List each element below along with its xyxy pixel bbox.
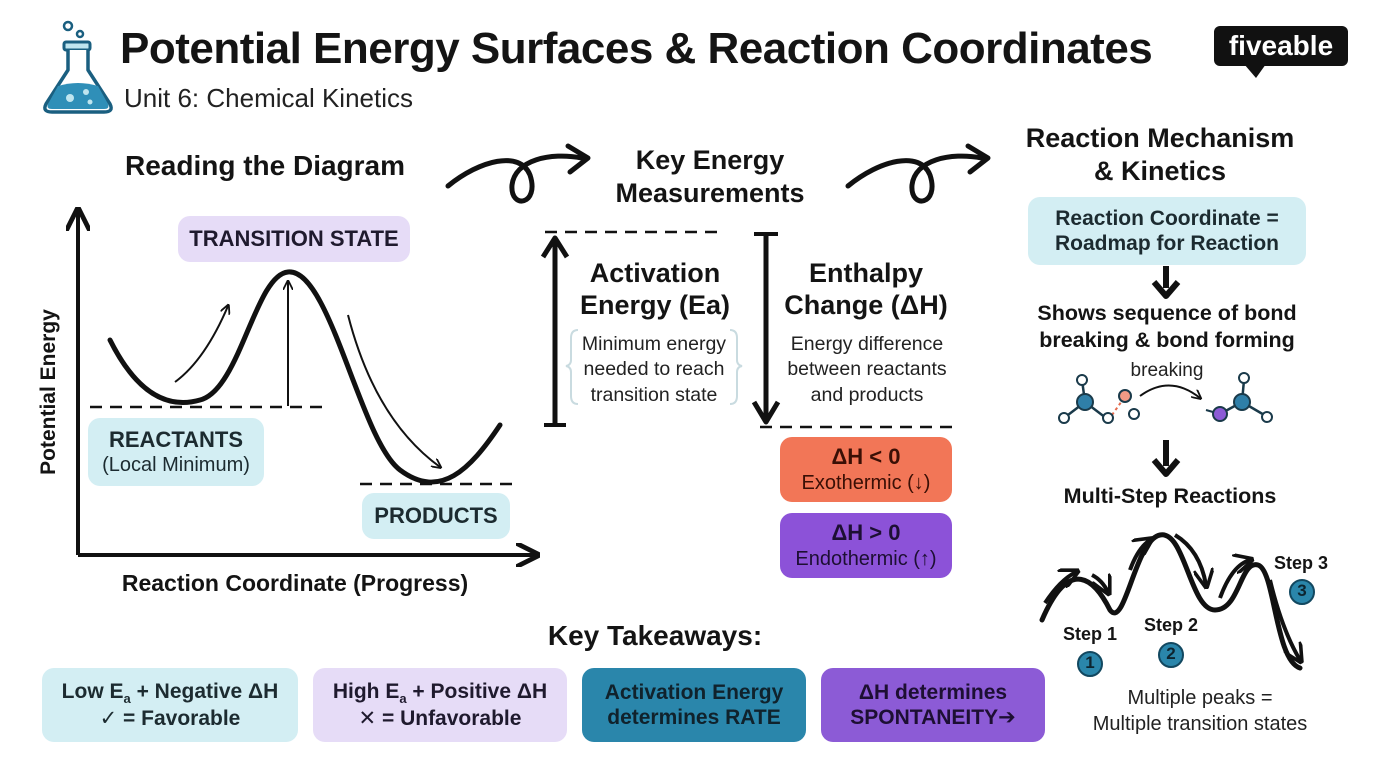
step3-number: 3 bbox=[1297, 581, 1307, 600]
activation-desc-line2: needed to reach bbox=[583, 358, 725, 381]
endothermic-label: ΔH > 0 bbox=[831, 520, 901, 546]
step3-label: Step 3 bbox=[1273, 553, 1329, 573]
takeaway-card-favorable: Low Ea + Negative ΔH ✓ = Favorable bbox=[42, 668, 298, 742]
sequence-line1: Shows sequence of bond bbox=[1037, 301, 1297, 325]
takeaway-1-e: Low E bbox=[61, 679, 124, 703]
mechanism-heading: Reaction Mechanism & Kinetics bbox=[1000, 122, 1320, 188]
climb-arrow bbox=[174, 306, 228, 383]
mechanism-heading-line1: Reaction Mechanism bbox=[1025, 123, 1295, 153]
x-axis-label: Reaction Coordinate (Progress) bbox=[121, 570, 469, 596]
step2-number: 2 bbox=[1166, 644, 1176, 663]
molecule-left-icon bbox=[1058, 374, 1140, 424]
activation-description: Minimum energy needed to reach transitio… bbox=[572, 332, 736, 408]
step1-number: 1 bbox=[1085, 653, 1095, 672]
endothermic-badge: ΔH > 0 Endothermic (↑) bbox=[780, 513, 952, 578]
enthalpy-title-line2: Change (ΔH) bbox=[784, 290, 948, 321]
molecule-right-icon bbox=[1205, 372, 1273, 423]
energy-curve bbox=[107, 269, 503, 485]
takeaway-3-line1: Activation Energy bbox=[604, 680, 784, 704]
measurements-heading-line1: Key Energy bbox=[635, 145, 785, 175]
endothermic-note: Endothermic (↑) bbox=[795, 547, 937, 570]
activation-title-line1: Activation bbox=[589, 258, 721, 288]
takeaway-2-line1: High Ea + Positive ΔH bbox=[333, 679, 547, 707]
enthalpy-title: Enthalpy Change (ΔH) bbox=[780, 257, 952, 322]
roadmap-line1: Reaction Coordinate = bbox=[1055, 206, 1279, 230]
activation-desc-line3: transition state bbox=[590, 383, 718, 406]
roadmap-box: Reaction Coordinate = Roadmap for Reacti… bbox=[1028, 197, 1306, 265]
products-text: PRODUCTS bbox=[374, 502, 498, 528]
enthalpy-desc-line2: between reactants bbox=[787, 358, 947, 381]
curvy-arrow-1 bbox=[445, 153, 585, 204]
products-label: PRODUCTS bbox=[362, 493, 510, 539]
activation-title: Activation Energy (Ea) bbox=[570, 257, 740, 322]
exothermic-note: Exothermic (↓) bbox=[801, 471, 931, 494]
reactants-text: REACTANTS bbox=[108, 426, 244, 452]
takeaway-4-line1: ΔH determines bbox=[858, 680, 1008, 704]
takeaway-2-line2: ✕ = Unfavorable bbox=[358, 707, 522, 731]
transition-state-text: TRANSITION STATE bbox=[189, 225, 399, 251]
multistep-heading: Multi-Step Reactions bbox=[1063, 484, 1277, 508]
takeaway-1-rest: + Negative ΔH bbox=[130, 679, 279, 703]
step2-label: Step 2 bbox=[1143, 615, 1199, 635]
takeaway-1-line1: Low Ea + Negative ΔH bbox=[62, 679, 279, 707]
flask-icon bbox=[43, 20, 113, 114]
enthalpy-desc-line1: Energy difference bbox=[790, 333, 944, 355]
breaking-label: breaking bbox=[1130, 360, 1204, 381]
exothermic-badge: ΔH < 0 Exothermic (↓) bbox=[780, 437, 952, 502]
fiveable-logo: fiveable bbox=[1214, 26, 1348, 66]
peaks-line1: Multiple peaks = bbox=[1127, 687, 1273, 709]
diagram-heading: Reading the Diagram bbox=[124, 150, 406, 181]
activation-desc-line1: Minimum energy bbox=[581, 333, 727, 355]
activation-title-line2: Energy (Ea) bbox=[579, 290, 731, 321]
transition-state-label: TRANSITION STATE bbox=[178, 216, 410, 262]
descent-arrow bbox=[347, 314, 440, 467]
takeaways-heading: Key Takeaways: bbox=[547, 620, 763, 651]
takeaway-3-line2: determines RATE bbox=[607, 706, 781, 729]
takeaway-card-unfavorable: High Ea + Positive ΔH ✕ = Unfavorable bbox=[313, 668, 567, 742]
y-axis-label: Potential Energy bbox=[37, 309, 60, 475]
enthalpy-desc-line3: and products bbox=[810, 383, 924, 406]
takeaway-2-e: High E bbox=[332, 679, 400, 703]
sequence-line2: breaking & bond forming bbox=[1039, 327, 1295, 352]
exothermic-label: ΔH < 0 bbox=[831, 444, 901, 470]
measurements-heading: Key Energy Measurements bbox=[590, 144, 830, 210]
takeaway-2-rest: + Positive ΔH bbox=[406, 679, 548, 703]
takeaway-2-sub: a bbox=[399, 690, 407, 706]
curvy-arrow-2 bbox=[845, 153, 985, 204]
step1-label: Step 1 bbox=[1062, 624, 1118, 644]
page-title: Potential Energy Surfaces & Reaction Coo… bbox=[120, 24, 1153, 73]
page-subtitle: Unit 6: Chemical Kinetics bbox=[124, 83, 413, 113]
reactants-note: (Local Minimum) bbox=[102, 454, 250, 477]
logo-tail bbox=[1244, 64, 1266, 78]
measurements-heading-line2: Measurements bbox=[615, 177, 805, 208]
takeaway-1-line2: ✓ = Favorable bbox=[99, 707, 241, 731]
enthalpy-description: Energy difference between reactants and … bbox=[776, 332, 958, 408]
mechanism-heading-line2: & Kinetics bbox=[1093, 155, 1227, 186]
enthalpy-title-line1: Enthalpy bbox=[808, 258, 923, 288]
takeaway-card-rate: Activation Energy determines RATE bbox=[582, 668, 806, 742]
roadmap-line2: Roadmap for Reaction bbox=[1054, 232, 1280, 255]
takeaway-card-spontaneity: ΔH determines SPONTANEITY➔ bbox=[821, 668, 1045, 742]
peaks-note: Multiple peaks = Multiple transition sta… bbox=[1060, 685, 1340, 737]
takeaway-4-line2: SPONTANEITY➔ bbox=[850, 706, 1016, 729]
reactants-label: REACTANTS (Local Minimum) bbox=[88, 418, 264, 486]
peaks-line2: Multiple transition states bbox=[1092, 713, 1308, 735]
takeaway-1-sub: a bbox=[123, 690, 131, 706]
sequence-text: Shows sequence of bond breaking & bond f… bbox=[1020, 300, 1314, 354]
